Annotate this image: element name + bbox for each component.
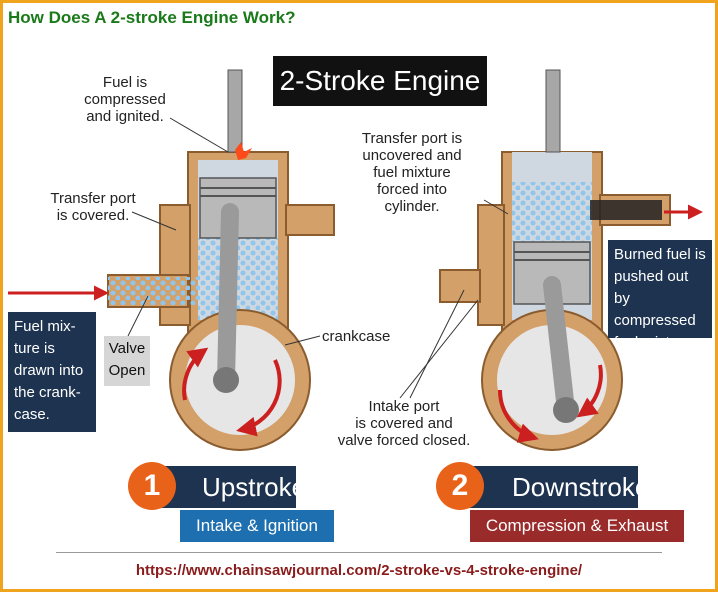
divider-line [56,552,662,553]
fuel-mixture-note: Fuel mix- ture is drawn into the crank- … [8,312,96,432]
upstroke-label: Upstroke [150,466,306,508]
label-intake-port: Intake port is covered and valve forced … [337,398,471,449]
source-url[interactable]: https://www.chainsawjournal.com/2-stroke… [135,562,583,579]
step-2-badge: 2 [436,462,484,510]
fuel-mixture [512,182,592,242]
leader-lines [127,117,509,399]
downstroke-engine [439,69,703,451]
exhaust-port [285,204,335,236]
exhaust-smoke [590,200,662,220]
intake-fuel [108,277,200,305]
transfer-channel [477,204,505,326]
intake-port [439,269,481,303]
label-transfer-covered: Transfer port is covered. [50,190,136,224]
crank-pin [553,397,579,423]
upstroke-engine [8,69,335,451]
burned-fuel-note: Burned fuel is pushed out by compressed … [608,240,712,351]
page-title: How Does A 2-stroke Engine Work? [8,8,296,27]
label-crankcase: crankcase [322,328,391,345]
spark-plug [545,69,561,153]
spark-plug [227,69,243,153]
crank-pin [213,367,239,393]
valve-open-label: Valve Open [104,336,150,386]
label-fuel-compressed: Fuel is compressed and ignited. [84,74,166,125]
connecting-rod [217,203,239,389]
downstroke-subtitle: Compression & Exhaust [470,510,684,542]
spark [235,142,252,160]
step-1-badge: 1 [128,462,176,510]
crankcase-inner [185,325,295,435]
diagram-banner: 2-Stroke Engine [273,56,487,106]
rotation-arrow [497,389,539,443]
connecting-rod [543,276,575,419]
downstroke-label: Downstroke [460,466,649,508]
label-transfer-uncovered: Transfer port is uncovered and fuel mixt… [361,130,463,215]
rotation-arrow [182,347,209,401]
upstroke-subtitle: Intake & Ignition [180,510,334,542]
